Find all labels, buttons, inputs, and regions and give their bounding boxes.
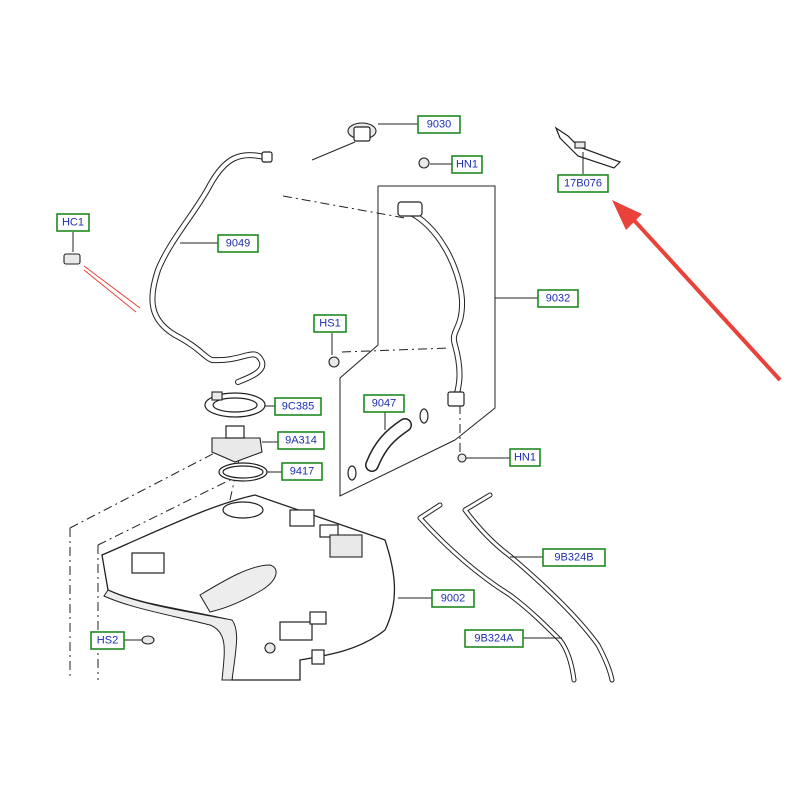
callout-hs1: HS1 — [313, 314, 347, 333]
callout-hs2: HS2 — [90, 631, 125, 650]
bolt-hs2 — [124, 635, 155, 645]
callout-9002-label: 9002 — [441, 593, 465, 605]
callout-hn1-top: HN1 — [451, 155, 483, 174]
fuel-lines — [417, 492, 615, 683]
vapour-hose-9049 — [149, 151, 273, 385]
callout-9032-label: 9032 — [546, 293, 570, 305]
callout-9c385: 9C385 — [274, 397, 322, 416]
callout-9049: 9049 — [217, 234, 259, 253]
callout-9a314-label: 9A314 — [285, 435, 317, 447]
highlight-arrow — [612, 200, 782, 382]
hose-9047 — [347, 408, 510, 481]
callout-hc1-label: HC1 — [62, 217, 84, 229]
callout-9030: 9030 — [417, 115, 461, 134]
callout-9047-label: 9047 — [372, 398, 396, 410]
callout-9417: 9417 — [281, 462, 323, 481]
callout-17b076: 17B076 — [557, 174, 609, 193]
callout-9b324b: 9B324B — [542, 548, 606, 567]
callout-9417-label: 9417 — [290, 466, 314, 478]
callout-hs1-label: HS1 — [319, 318, 340, 330]
callout-9a314: 9A314 — [277, 431, 325, 450]
callout-9030-label: 9030 — [427, 119, 451, 131]
callout-hn1-top-label: HN1 — [456, 159, 478, 171]
callout-17b076-label: 17B076 — [564, 178, 602, 190]
callout-9002: 9002 — [431, 589, 475, 608]
callout-9b324a: 9B324A — [464, 629, 524, 648]
pump-module — [204, 391, 282, 482]
bolt-hs1 — [328, 333, 340, 368]
callout-9032: 9032 — [537, 289, 579, 308]
callout-hs2-label: HS2 — [97, 635, 118, 647]
callout-9c385-label: 9C385 — [282, 401, 314, 413]
callout-hn1-bottom: HN1 — [509, 448, 541, 467]
callout-9b324b-label: 9B324B — [554, 552, 593, 564]
connector-hc1 — [63, 232, 141, 313]
callout-9049-label: 9049 — [226, 238, 250, 250]
callout-9047: 9047 — [363, 394, 405, 413]
fuel-tank-9002 — [101, 494, 432, 681]
filler-pipe-9032 — [397, 201, 538, 407]
heat-shield-17b076 — [554, 126, 622, 174]
callout-hn1-bottom-label: HN1 — [514, 452, 536, 464]
clip-hn1-top — [418, 157, 452, 169]
fuel-cap-9030 — [311, 122, 418, 161]
callout-hc1: HC1 — [56, 213, 90, 232]
callout-9b324a-label: 9B324A — [474, 633, 514, 645]
filler-assembly-outline — [69, 185, 496, 680]
